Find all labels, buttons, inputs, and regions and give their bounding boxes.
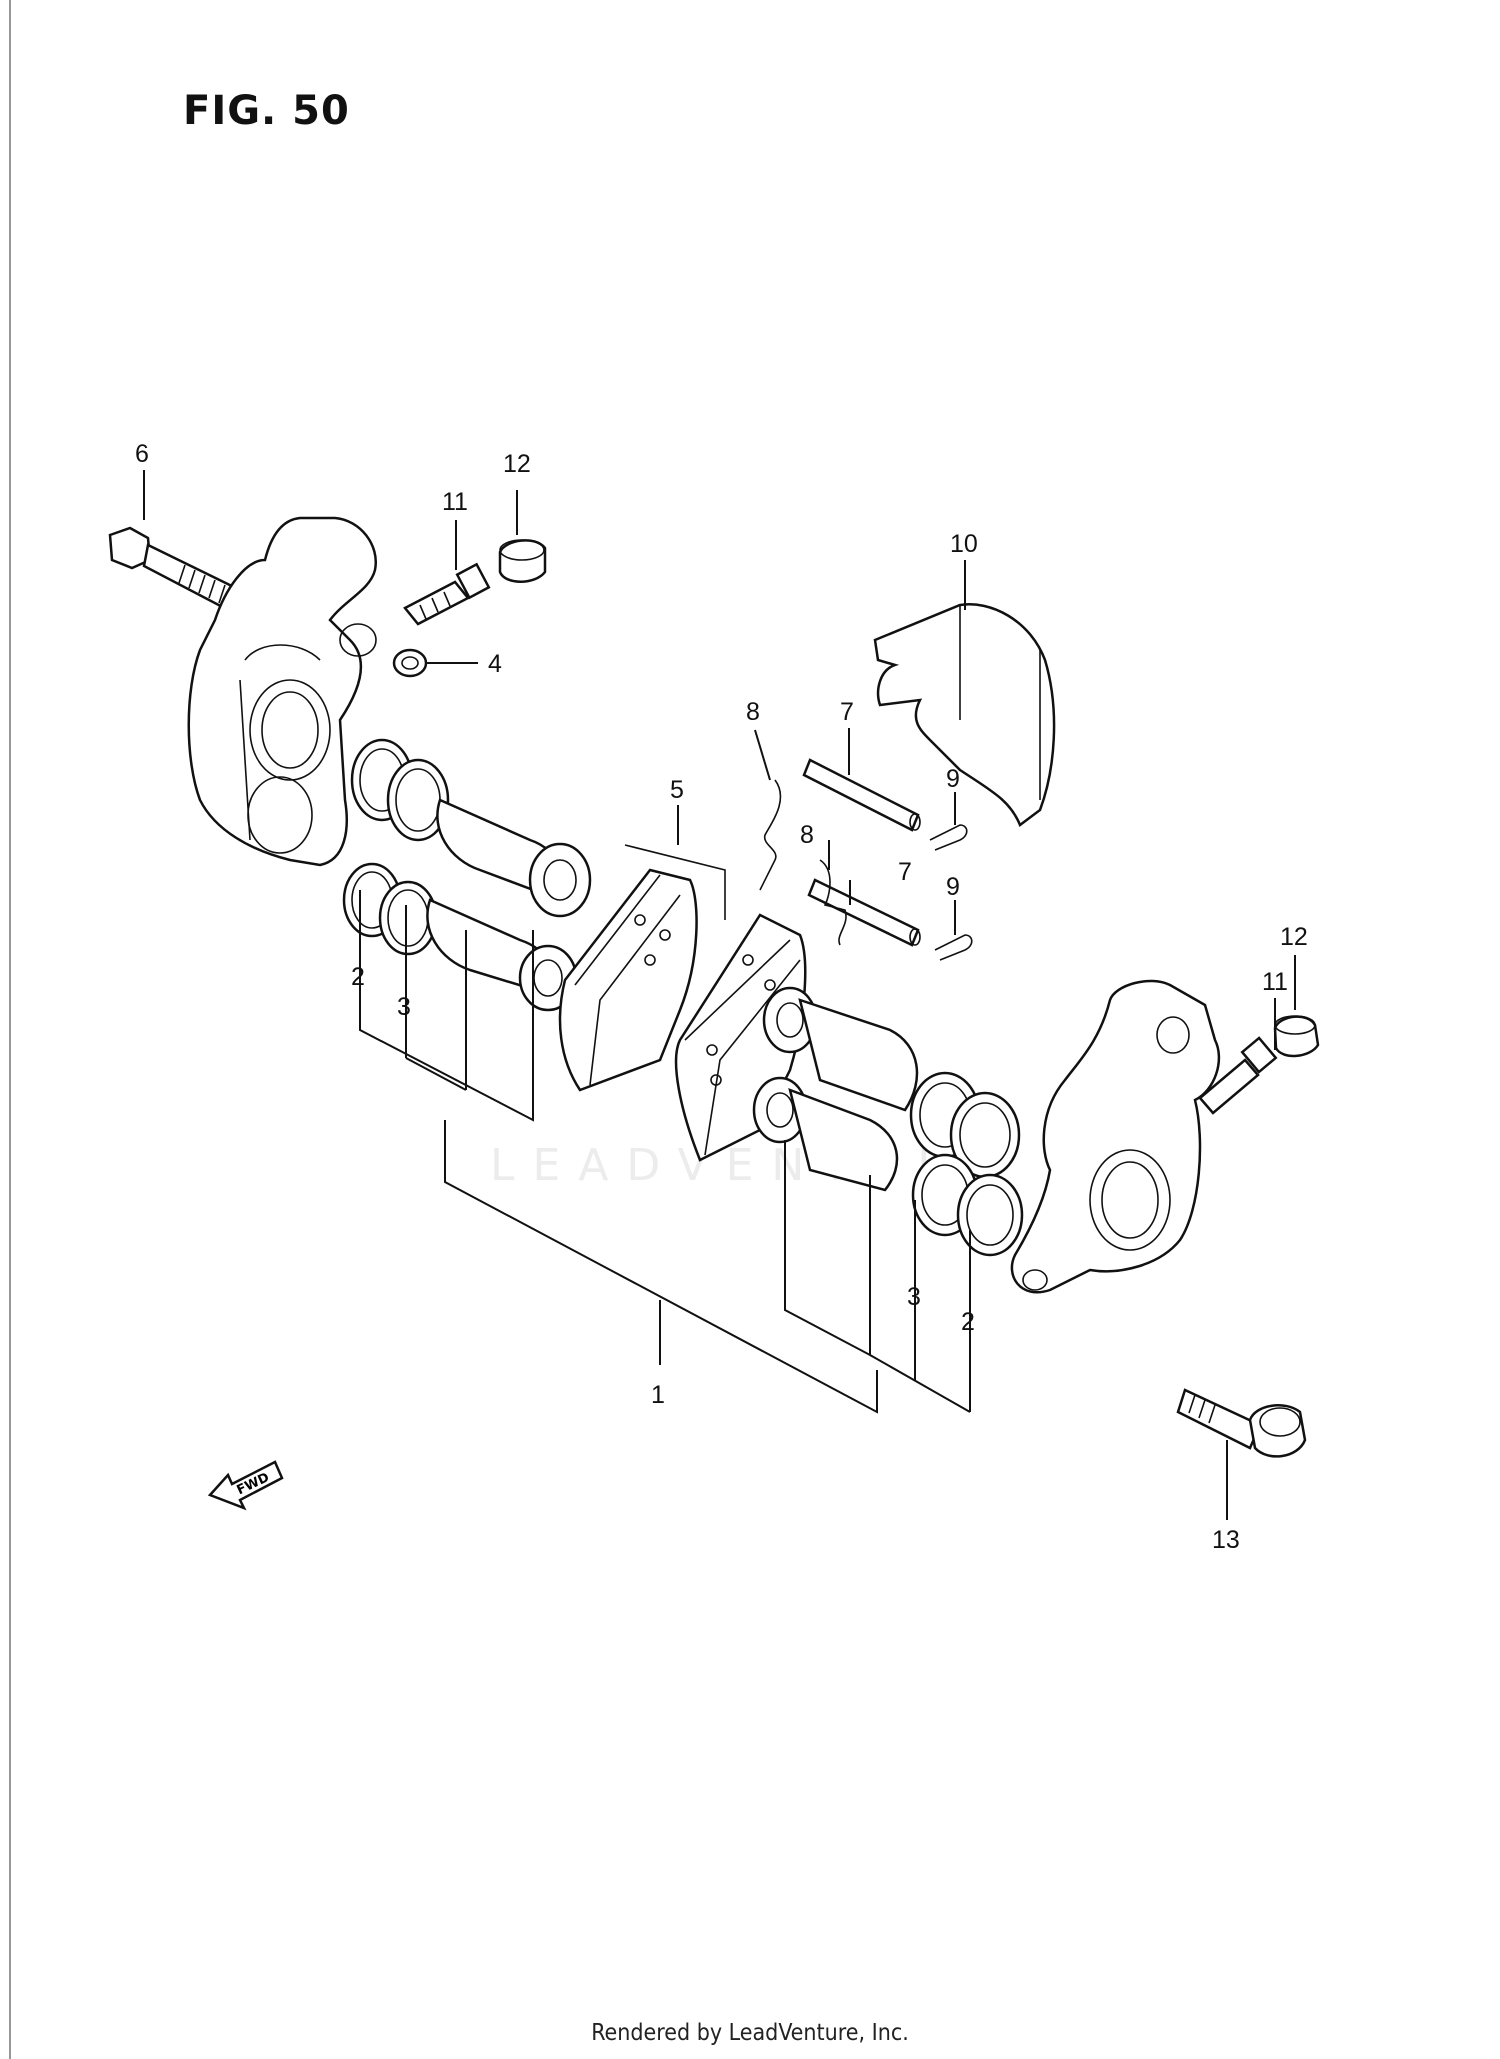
callout-9-bottom: 9 <box>946 873 960 901</box>
part-9-clips <box>929 824 973 961</box>
part-12-cap-right <box>1273 1015 1320 1058</box>
part-7-pins <box>802 758 921 947</box>
callout-12-right: 12 <box>1280 923 1308 951</box>
callout-7-top: 7 <box>840 698 854 726</box>
callout-12-left: 12 <box>503 450 531 478</box>
callout-1: 1 <box>651 1381 665 1409</box>
left-caliper-body <box>187 516 378 867</box>
callout-13: 13 <box>1212 1526 1240 1554</box>
callout-6: 6 <box>135 440 149 468</box>
part-10-pad-cover <box>873 603 1056 827</box>
right-caliper-body <box>1010 979 1221 1294</box>
callout-10: 10 <box>950 530 978 558</box>
callout-8-top: 8 <box>746 698 760 726</box>
callout-3-left: 3 <box>397 993 411 1021</box>
callout-5: 5 <box>670 776 684 804</box>
callout-2-left: 2 <box>351 963 365 991</box>
leader-lines <box>143 470 1296 1520</box>
callout-4: 4 <box>488 650 502 678</box>
figure-title: FIG. 50 <box>183 88 350 134</box>
callout-9-top: 9 <box>946 765 960 793</box>
callout-11-left: 11 <box>442 488 468 516</box>
part-6-bolt <box>108 526 242 614</box>
part-11-bleeder-right <box>1198 1036 1278 1115</box>
part-5-brake-pad-left <box>558 844 726 1092</box>
right-seals <box>909 1071 1024 1257</box>
callout-3-right: 3 <box>907 1283 921 1311</box>
callout-2-right: 2 <box>961 1308 975 1336</box>
callout-11-right: 11 <box>1262 968 1288 996</box>
part-4-washer <box>392 648 428 678</box>
part-8-clips <box>759 779 847 946</box>
callout-8-bottom: 8 <box>800 821 814 849</box>
watermark-text: LEADVENTURE <box>490 1140 1012 1191</box>
footer-credit: Rendered by LeadVenture, Inc. <box>591 2020 909 2046</box>
part-12-cap-left <box>498 539 547 583</box>
part-11-bleeder-left <box>403 562 491 626</box>
callout-7-bottom: 7 <box>898 858 912 886</box>
fwd-arrow: FWD <box>207 1460 284 1511</box>
callout-labels: 6 11 12 4 5 8 7 8 7 9 9 10 11 12 13 2 3 … <box>135 440 1308 1554</box>
part-13-bolt <box>1176 1388 1307 1458</box>
right-pistons <box>752 986 919 1192</box>
